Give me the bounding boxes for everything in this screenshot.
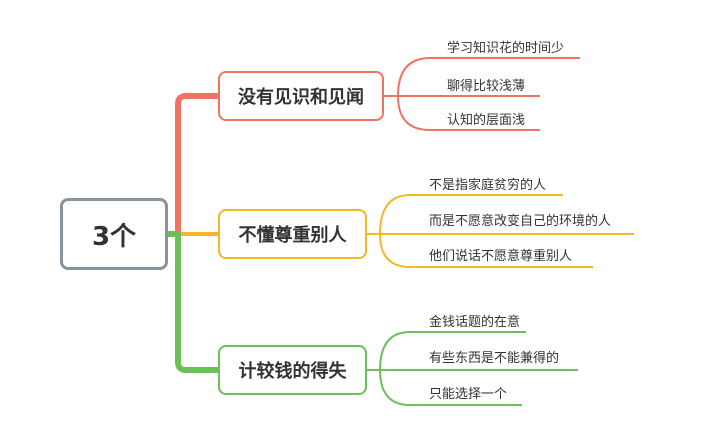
leaf-connector-3-3 bbox=[367, 369, 522, 406]
leaf-connector-2-3 bbox=[367, 233, 593, 268]
root-label: 3个 bbox=[91, 221, 137, 252]
branch-label-3: 计较钱的得失 bbox=[238, 361, 347, 382]
branch-node-3[interactable]: 计较钱的得失 bbox=[218, 345, 367, 395]
leaf-node-3-2[interactable]: 有些东西是不能兼得的 bbox=[429, 351, 560, 366]
leaf-node-1-1[interactable]: 学习知识花的时间少 bbox=[447, 41, 565, 56]
leaf-node-3-1[interactable]: 金钱话题的在意 bbox=[429, 315, 521, 330]
leaf-node-1-2[interactable]: 聊得比较浅薄 bbox=[447, 79, 526, 94]
branch-node-2[interactable]: 不懂尊重别人 bbox=[218, 209, 367, 259]
trunk-connector-3 bbox=[168, 231, 218, 373]
leaf-node-2-1[interactable]: 不是指家庭贫穷的人 bbox=[429, 178, 547, 193]
branch-node-1[interactable]: 没有见识和见闻 bbox=[218, 71, 384, 121]
root-node[interactable]: 3个 bbox=[60, 198, 168, 270]
branch-label-1: 没有见识和见闻 bbox=[238, 87, 364, 108]
branch-label-2: 不懂尊重别人 bbox=[238, 225, 347, 246]
trunk-connector-1 bbox=[168, 93, 218, 237]
leaf-node-2-3[interactable]: 他们说话不愿意尊重别人 bbox=[429, 249, 573, 264]
leaf-node-3-3[interactable]: 只能选择一个 bbox=[429, 387, 508, 402]
leaf-node-1-3[interactable]: 认知的层面浅 bbox=[447, 113, 526, 128]
leaf-connector-1-3 bbox=[384, 95, 540, 131]
leaf-node-2-2[interactable]: 而是不愿意改变自己的环境的人 bbox=[429, 214, 612, 229]
